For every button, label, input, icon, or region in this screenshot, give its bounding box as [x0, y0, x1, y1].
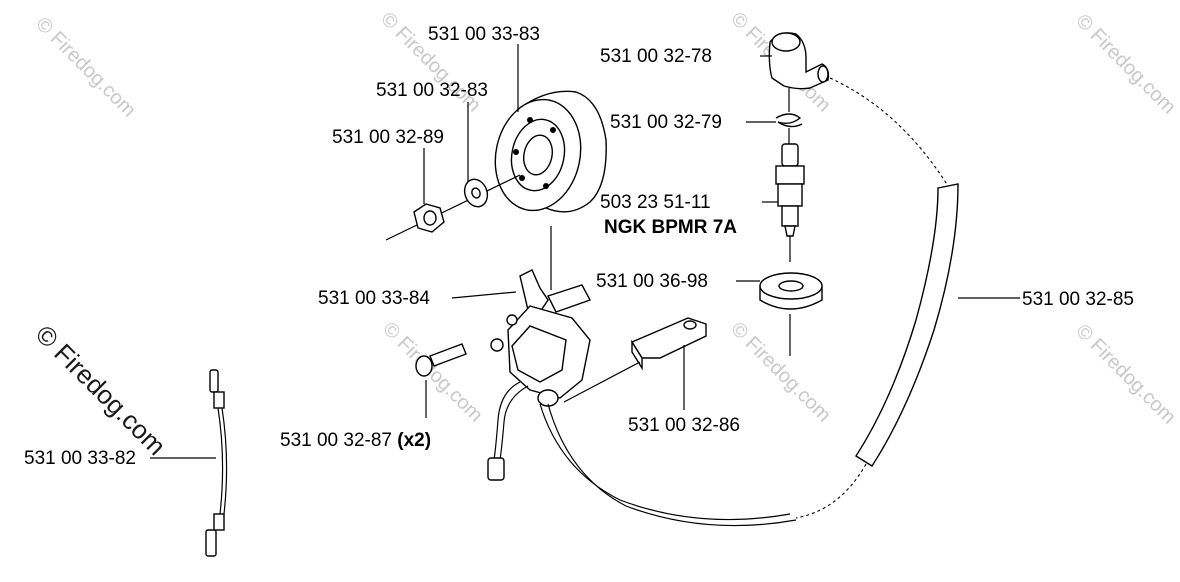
label-hose: 531 00 32-85 [1022, 289, 1134, 310]
label-flywheel: 531 00 33-83 [428, 24, 540, 45]
label-ignition-module: 531 00 33-84 [318, 288, 430, 309]
spring [775, 88, 803, 128]
shaft-axis-line [385, 174, 521, 241]
label-spark-plug: 503 23 51-11 [600, 192, 711, 213]
spark-plug-cap [768, 32, 830, 90]
watermark-faint: © Firedog.com [1071, 320, 1180, 429]
watermark-dark: © Firedog.com [30, 319, 172, 461]
short-circuit-clip [563, 317, 707, 410]
spark-plug [775, 128, 805, 262]
label-cable: 531 00 33-82 [24, 448, 136, 469]
label-screw: 531 00 32-87 (x2) [280, 430, 431, 451]
label-spark-plug-type: NGK BPMR 7A [604, 217, 737, 238]
label-short-circuit-clip: 531 00 32-86 [628, 415, 740, 436]
watermark-faint: © Firedog.com [1071, 10, 1180, 119]
ignition-module [487, 226, 797, 527]
watermark-faint: © Firedog.com [31, 13, 140, 122]
labels: 531 00 33-83 531 00 32-83 531 00 32-89 5… [24, 24, 1134, 469]
hose [795, 77, 959, 519]
label-screw-qty: (x2) [397, 430, 431, 451]
label-plug-boot: 531 00 36-98 [596, 271, 708, 292]
label-spark-plug-cap: 531 00 32-78 [600, 46, 712, 67]
nut [413, 203, 445, 233]
watermark-faint: © Firedog.com [378, 318, 487, 427]
washer [463, 178, 489, 208]
leader-lines [150, 44, 1020, 459]
label-spring: 531 00 32-79 [610, 112, 722, 133]
separate-cable [205, 369, 228, 557]
screw [415, 343, 467, 418]
flywheel [494, 90, 607, 213]
label-washer: 531 00 32-83 [376, 80, 488, 101]
label-screw-number: 531 00 32-87 [280, 430, 392, 451]
plug-boot [759, 272, 823, 356]
label-nut: 531 00 32-89 [332, 127, 444, 148]
watermark-faint: © Firedog.com [726, 318, 835, 427]
